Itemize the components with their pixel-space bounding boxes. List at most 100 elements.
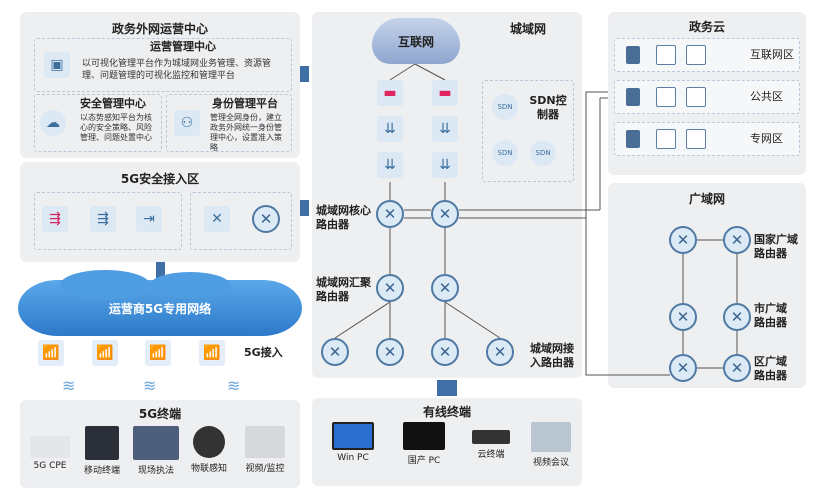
connector-block — [437, 380, 457, 396]
sdn-icon: SDN — [492, 94, 518, 120]
aggregation-router-label: 城域网汇聚路由器 — [316, 276, 371, 303]
connector-block — [300, 66, 309, 82]
sdn-icon: SDN — [492, 140, 518, 166]
monitor-icon: ▣ — [44, 52, 70, 78]
cloud-zone-label: 公共区 — [750, 90, 783, 103]
router-icon: ✕ — [252, 205, 280, 233]
5g-terminals-panel: 5G终端 5G CPE 移动终端 现场执法 物联感知 视频/监控 — [20, 400, 300, 488]
5g-access-label: 5G接入 — [244, 346, 283, 359]
sdn-icon: SDN — [530, 140, 556, 166]
wifi-icon: ≋ — [227, 376, 241, 395]
wan-router-icon: ✕ — [669, 354, 697, 382]
cloud-zone-label: 互联网区 — [750, 48, 794, 61]
core-router-icon: ✕ — [376, 200, 404, 228]
terminal-5g-cpe: 5G CPE — [26, 426, 74, 471]
aggregation-router-icon: ✕ — [431, 274, 459, 302]
wifi-icon: ≋ — [143, 376, 157, 395]
security-desc: 以态势感知平台为核心的安全策略、风险管理、问题处置中心 — [80, 113, 152, 142]
switch-icon: ⇊ — [432, 152, 458, 178]
connector-block — [156, 262, 165, 278]
wired-terminals-panel: 有线终端 Win PC 国产 PC 云终端 视频会议 — [312, 398, 582, 486]
district-router-label: 区广域路由器 — [754, 355, 787, 382]
access-router-icon: ✕ — [321, 338, 349, 366]
security-devices-box-2 — [190, 192, 292, 250]
cloud-zone-row — [614, 80, 800, 114]
internet-cloud: 互联网 — [372, 18, 460, 64]
panel-title: 5G终端 — [138, 407, 182, 421]
sdn-label: SDN控制器 — [529, 94, 567, 121]
panel-title: 政务云 — [688, 20, 725, 34]
server-icon — [626, 130, 640, 148]
panel-title: 有线终端 — [422, 405, 471, 419]
users-network-icon: ⚇ — [174, 110, 200, 136]
cloud-zone-label: 专网区 — [750, 132, 783, 145]
storage-icon — [686, 45, 706, 65]
connector-block — [300, 200, 309, 216]
cloud-server-icon — [656, 45, 676, 65]
panel-title: 5G安全接入区 — [120, 172, 200, 186]
storage-icon — [686, 129, 706, 149]
cloud-server-icon — [656, 87, 676, 107]
core-router-label: 城域网核心路由器 — [316, 204, 371, 231]
identity-platform-box — [166, 94, 292, 152]
terminal-video-camera: 视频/监控 — [236, 426, 294, 474]
access-router-label: 城域网接入路由器 — [530, 342, 574, 369]
cloud-zone-row — [614, 38, 800, 72]
wan-router-icon: ✕ — [669, 226, 697, 254]
terminal-iot-sensor: 物联感知 — [184, 426, 234, 474]
security-center-box — [34, 94, 162, 152]
switch-icon: ⇊ — [377, 152, 403, 178]
identity-desc: 管理全网身份，建立政务外网统一身份管理中心，设置准入策略 — [210, 113, 282, 152]
panel-title: 城域网 — [510, 22, 547, 36]
cloud-bump — [150, 272, 230, 298]
firewall-icon: ▬ — [432, 80, 458, 106]
panel-title: 政务外网运营中心 — [111, 22, 208, 36]
access-router-icon: ✕ — [376, 338, 404, 366]
terminal-mobile: 移动终端 — [78, 426, 126, 476]
access-router-icon: ✕ — [431, 338, 459, 366]
wan-router-icon: ✕ — [723, 354, 751, 382]
cloud-server-icon — [656, 129, 676, 149]
wan-router-icon: ✕ — [669, 303, 697, 331]
national-router-label: 国家广域路由器 — [754, 233, 798, 260]
access-router-icon: ✕ — [486, 338, 514, 366]
server-icon — [626, 46, 640, 64]
cloud-text-layer: 运营商5G专用网络 — [18, 280, 302, 336]
cloud-bump — [60, 270, 150, 300]
base-station-icon: 📶 — [145, 340, 171, 366]
city-router-label: 市广域路由器 — [754, 302, 787, 329]
terminal-win-pc: Win PC — [328, 422, 378, 463]
ops-title: 运营管理中心 — [150, 40, 216, 53]
terminal-domestic-pc: 国产 PC — [396, 422, 452, 466]
wan-router-icon: ✕ — [723, 226, 751, 254]
security-router-icon: ✕ — [204, 206, 230, 232]
gateway-icon: ⇶ — [90, 206, 116, 232]
switch-icon: ⇊ — [432, 116, 458, 142]
ops-center-panel: 政务外网运营中心 — [20, 12, 300, 158]
identity-title: 身份管理平台 — [212, 97, 278, 110]
aggregation-router-icon: ✕ — [376, 274, 404, 302]
firewall-icon: ▬ — [377, 80, 403, 106]
cloud-shield-icon: ☁ — [40, 110, 66, 136]
internet-label: 互联网 — [397, 34, 434, 49]
base-station-icon: 📶 — [92, 340, 118, 366]
wan-router-icon: ✕ — [723, 303, 751, 331]
security-devices-box — [34, 192, 182, 250]
wifi-icon: ≋ — [62, 376, 76, 395]
ops-desc: 以可视化管理平台作为城域网业务管理、资源管理、问题管理的可视化监控和管理平台 — [82, 59, 272, 81]
panel-title: 广域网 — [688, 192, 725, 206]
terminal-cloud-client: 云终端 — [466, 422, 516, 460]
load-balancer-icon: ⇥ — [136, 206, 162, 232]
switch-icon: ⇊ — [377, 116, 403, 142]
security-title: 安全管理中心 — [80, 97, 146, 110]
storage-icon — [686, 87, 706, 107]
cloud-zone-row — [614, 122, 800, 156]
ops-management-box — [34, 38, 292, 92]
sdn-controller-box — [482, 80, 574, 182]
terminal-video-conference: 视频会议 — [524, 422, 578, 468]
cloud-label: 运营商5G专用网络 — [108, 301, 212, 316]
base-station-icon: 📶 — [199, 340, 225, 366]
firewall-icon: ⇶ — [42, 206, 68, 232]
terminal-field-enforcement: 现场执法 — [128, 426, 184, 476]
core-router-icon: ✕ — [431, 200, 459, 228]
